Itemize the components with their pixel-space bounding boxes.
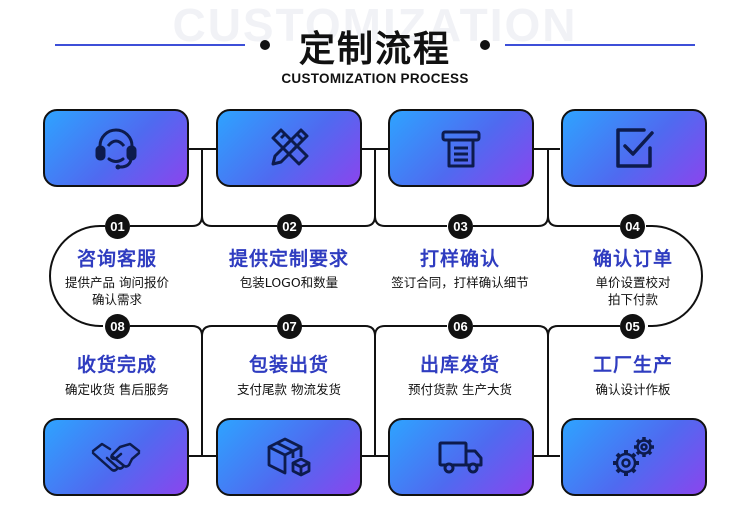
header-dot-right [480,40,490,50]
page-subtitle: CUSTOMIZATION PROCESS [281,71,469,86]
page-title: 定制流程 [298,29,451,70]
step-07-badge: 07 [277,314,302,339]
header-line-left [55,44,245,46]
pencil-ruler-icon [271,128,309,166]
header-dot-left [260,40,270,50]
step-01-desc-line1: 提供产品 询问报价 [65,275,169,290]
step-08-badge: 08 [105,314,130,339]
step-06-title: 出库发货 [419,354,500,376]
step-04-desc-line2: 拍下付款 [607,292,658,307]
step-04-desc-line1: 单价设置校对 [595,275,671,290]
step-02-badge: 02 [277,214,302,239]
step-01-desc-line2: 确认需求 [91,292,142,307]
step-01-card [43,109,189,187]
package-icon [267,437,311,477]
handshake-icon [91,442,141,472]
truck-icon [438,441,483,474]
gears-icon [613,437,654,476]
step-06-badge: 06 [448,314,473,339]
step-03-title: 打样确认 [419,248,500,270]
step-06-card [388,418,534,496]
step-06-desc-line1: 预付货款 生产大货 [408,382,512,397]
step-04-badge: 04 [620,214,645,239]
step-01-title: 咨询客服 [76,248,157,270]
receipt-icon [441,130,481,168]
step-05-badge: 05 [620,314,645,339]
header-watermark: CUSTOMIZATION [172,0,578,51]
step-04-card [561,109,707,187]
step-03-desc-line1: 签订合同，打样确认细节 [391,275,529,290]
step-04-title: 确认订单 [592,248,673,270]
step-03-badge: 03 [448,214,473,239]
step-08-card [43,418,189,496]
step-05-title: 工厂生产 [592,354,673,376]
step-02-card [216,109,362,187]
step-08-title: 收货完成 [76,354,157,376]
checkbox-icon [616,128,654,168]
step-05-desc-line1: 确认设计作板 [595,382,671,397]
step-07-card [216,418,362,496]
step-07-desc-line1: 支付尾款 物流发货 [237,382,341,397]
step-02-desc-line1: 包装LOGO和数量 [239,275,339,290]
step-08-desc-line1: 确定收货 售后服务 [65,382,169,397]
headset-icon [95,128,137,170]
step-05-card [561,418,707,496]
header-line-right [505,44,695,46]
step-01-badge: 01 [105,214,130,239]
step-07-title: 包装出货 [248,354,329,376]
step-03-card [388,109,534,187]
step-02-title: 提供定制要求 [228,248,349,270]
